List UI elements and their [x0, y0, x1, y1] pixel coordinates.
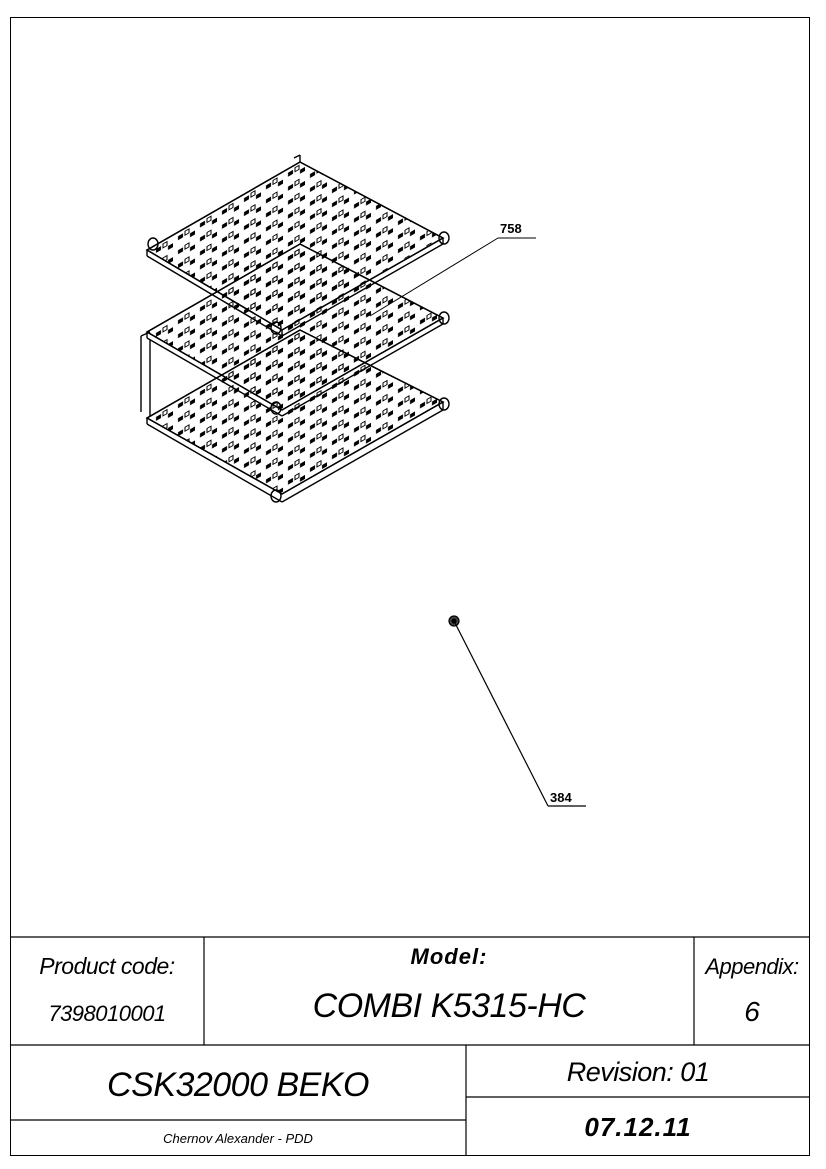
revision: Revision: 01 — [566, 1056, 710, 1087]
model-value: COMBI K5315-HC — [312, 986, 586, 1025]
callout-384: 384 — [550, 790, 572, 805]
leader-758 — [369, 237, 536, 317]
product-code-value: 7398010001 — [48, 1001, 166, 1026]
appendix-label: Appendix: — [705, 954, 799, 979]
product-name: CSK32000 BEKO — [107, 1065, 369, 1104]
drawing-frame — [10, 17, 810, 1156]
shelf-bottom — [145, 329, 450, 503]
part-384 — [448, 615, 586, 807]
model-label: Model: — [410, 944, 488, 969]
author: Chernov Alexander - PDD — [163, 1130, 313, 1146]
product-code-label: Product code: — [39, 952, 175, 979]
callout-758: 758 — [500, 221, 522, 236]
date: 07.12.11 — [584, 1111, 692, 1142]
side-frame — [140, 331, 151, 416]
title-block-lines — [10, 936, 810, 1156]
appendix-value: 6 — [744, 996, 760, 1027]
